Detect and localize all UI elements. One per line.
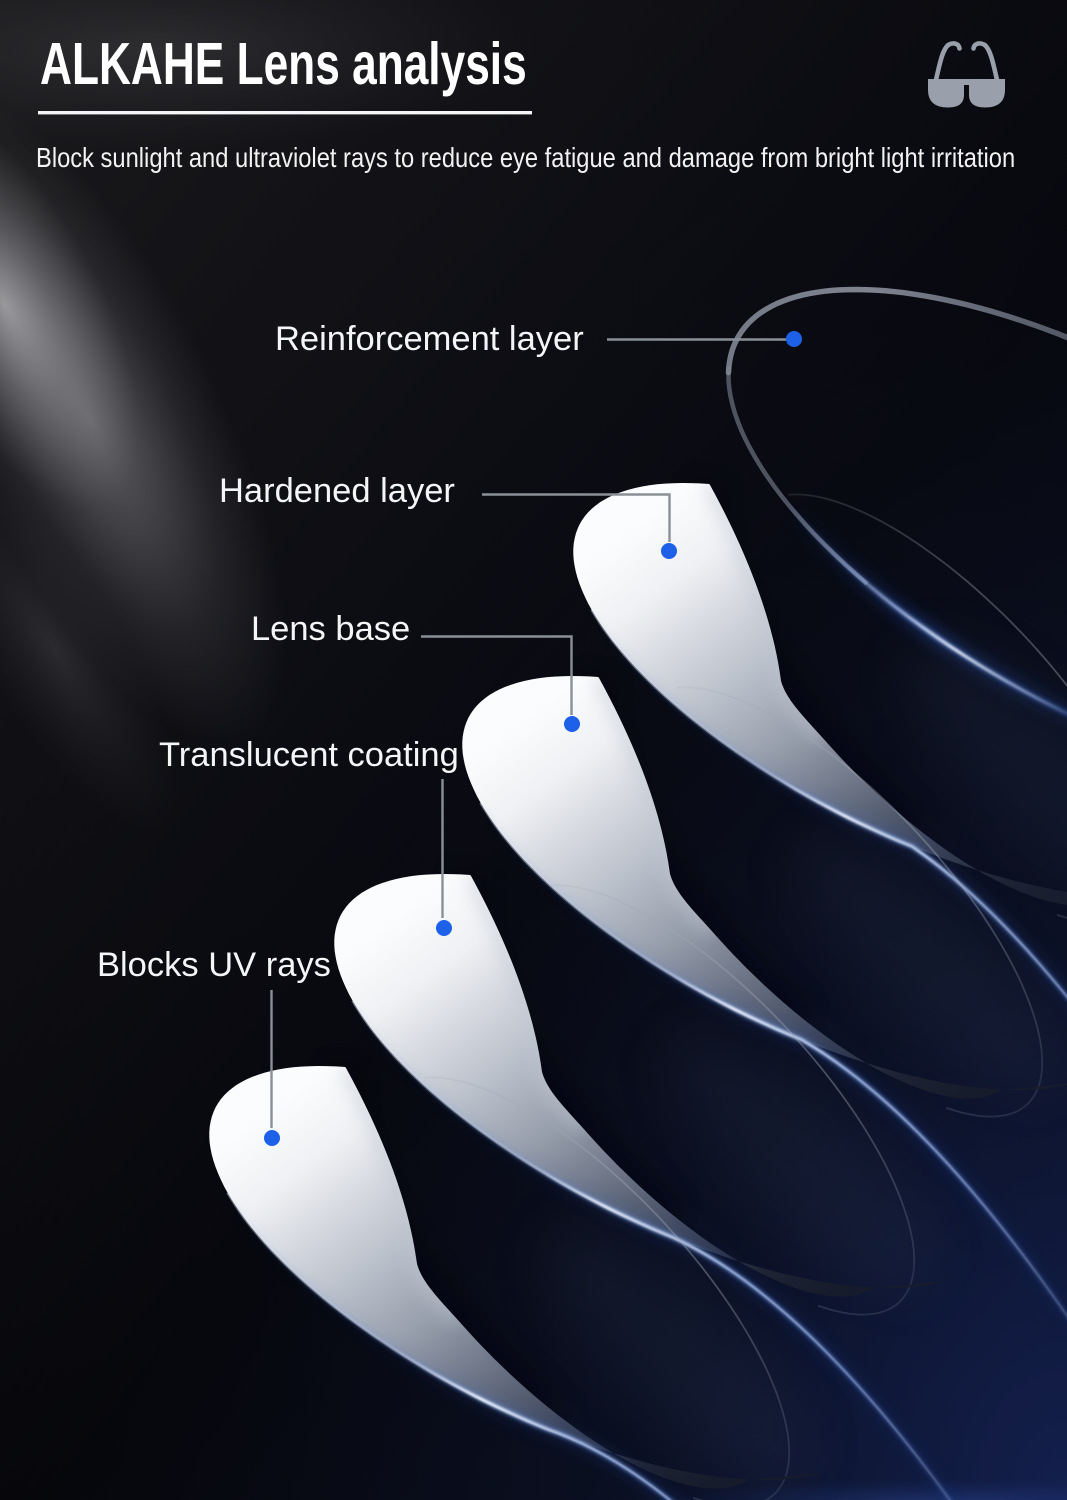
svg-text:Blocks UV rays: Blocks UV rays	[97, 946, 331, 984]
svg-text:Hardened layer: Hardened layer	[219, 472, 455, 510]
svg-text:Block sunlight and ultraviolet: Block sunlight and ultraviolet rays to r…	[36, 143, 1015, 173]
svg-text:Translucent coating: Translucent coating	[159, 736, 459, 774]
svg-text:ALKAHE Lens analysis: ALKAHE Lens analysis	[40, 32, 527, 98]
svg-text:Reinforcement layer: Reinforcement layer	[275, 320, 584, 358]
svg-text:Lens base: Lens base	[251, 610, 410, 648]
